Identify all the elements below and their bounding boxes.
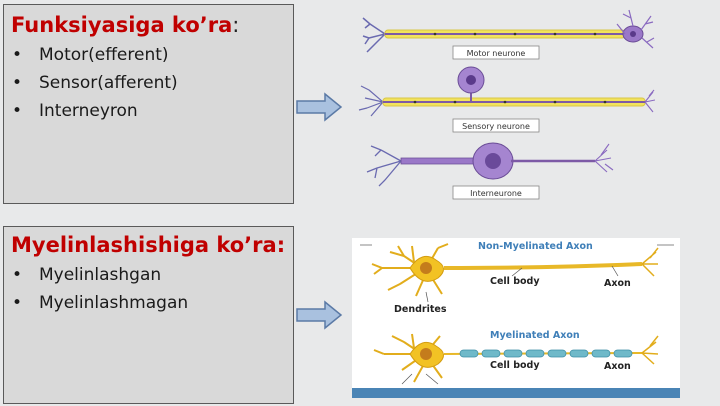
bullet-item-interneuron: •Interneyron [12,101,138,121]
myelination-classification-box: Myelinlashishiga ko’ra: •Myelinlashgan •… [3,226,294,404]
interneuron-label: Interneurone [470,189,522,198]
myelinated-neuron [373,333,659,385]
axon-label-top: Axon [604,278,631,289]
dendrites-label: Dendrites [394,304,447,315]
neuron-types-figure: Motor neurone Sensory neurone Interneuro… [358,9,655,200]
function-classification-box: Funksiyasiga ko’ra: •Motor(efferent) •Se… [3,4,294,204]
motor-neuron-label: Motor neurone [467,49,526,58]
non-myelinated-title: Non-Myelinated Axon [478,241,593,252]
bullet-item-unmyelinated: •Myelinlashmagan [12,293,189,313]
bullet-item-myelinated: •Myelinlashgan [12,265,162,285]
myelination-figure: Non-Myelinated Axon Cell body Axon Dendr… [352,238,680,398]
sensory-neuron-drawing: Sensory neurone [358,66,655,133]
motor-neuron-drawing: Motor neurone [362,9,655,60]
interneuron-drawing: Interneurone [366,142,614,200]
myelinated-title: Myelinated Axon [490,330,580,341]
bullet-item-sensor: •Sensor(afferent) [12,73,178,93]
non-myelinated-neuron [371,243,659,303]
cell-body-label-top: Cell body [490,276,540,287]
arrow-right-icon [296,92,343,122]
sensory-neuron-label: Sensory neurone [462,122,530,131]
bullet-item-motor: •Motor(efferent) [12,45,169,65]
cell-body-label-bottom: Cell body [490,360,540,371]
axon-label-bottom: Axon [604,361,631,372]
function-heading: Funksiyasiga ko’ra: [11,13,240,37]
myelination-heading: Myelinlashishiga ko’ra: [11,233,286,257]
arrow-right-icon [296,300,343,330]
